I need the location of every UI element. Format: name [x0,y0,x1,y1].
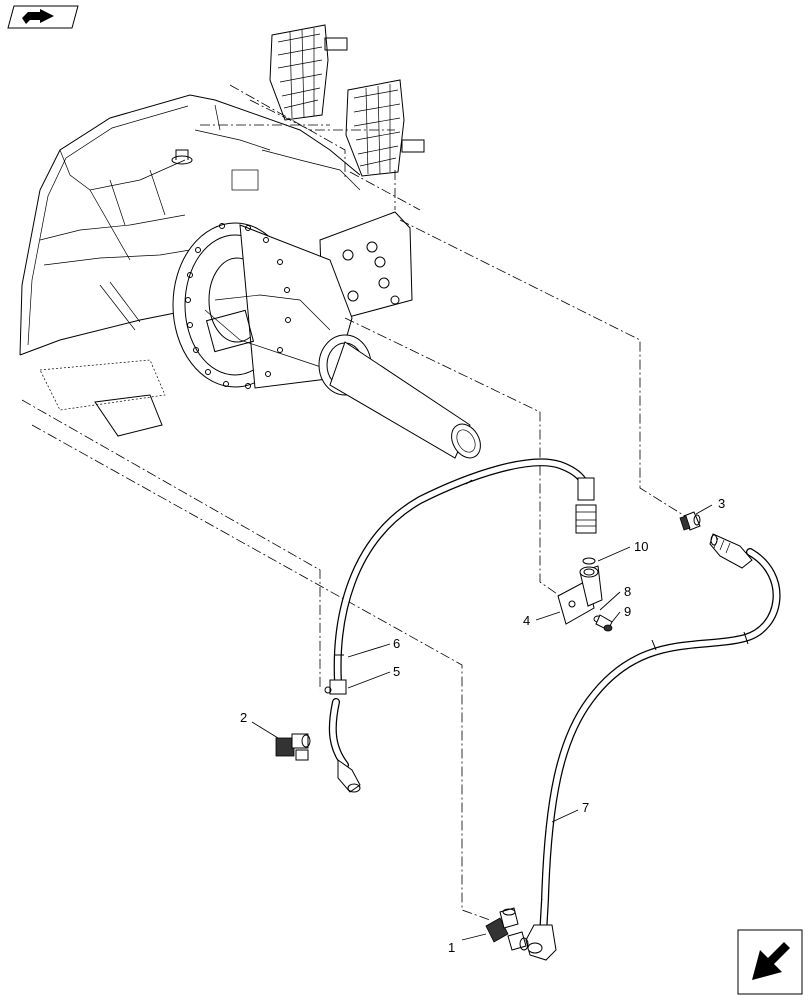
hose-7-bottom-fitting [525,924,557,961]
drive-motor [172,222,372,396]
hose-7-top-fitting [709,533,753,569]
hose-6-lower [328,698,361,793]
elbow-bracket-4 [557,565,603,625]
fitting-2 [275,733,311,761]
leader-lines [251,504,713,941]
valve-stack-lower [345,79,425,177]
callout-9: 9 [624,604,631,619]
book-arrow-icon[interactable] [7,5,79,29]
machine-frame [19,94,361,356]
bolt-9 [593,614,613,632]
callout-3: 3 [718,496,725,511]
hose-7 [539,548,781,939]
callout-2: 2 [240,710,247,725]
fitting-3 [679,511,701,531]
hose-6 [333,458,591,686]
fitting-1 [485,907,529,951]
assembly-lines [21,84,689,921]
drive-shaft [329,341,481,459]
valve-stack-upper [269,24,348,121]
callout-10: 10 [634,539,648,554]
callout-7: 7 [582,800,589,815]
callout-4: 4 [523,613,530,628]
callout-5: 5 [393,664,400,679]
callout-8: 8 [624,584,631,599]
frame-pad [39,359,166,437]
o-ring-10 [582,557,596,565]
callouts: 1 2 3 4 5 6 7 8 9 10 [240,496,725,955]
callout-1: 1 [448,940,455,955]
callout-6: 6 [393,636,400,651]
hose-6-fitting [575,477,597,534]
clamp-5 [324,679,347,695]
direction-arrow-icon[interactable] [737,929,803,995]
